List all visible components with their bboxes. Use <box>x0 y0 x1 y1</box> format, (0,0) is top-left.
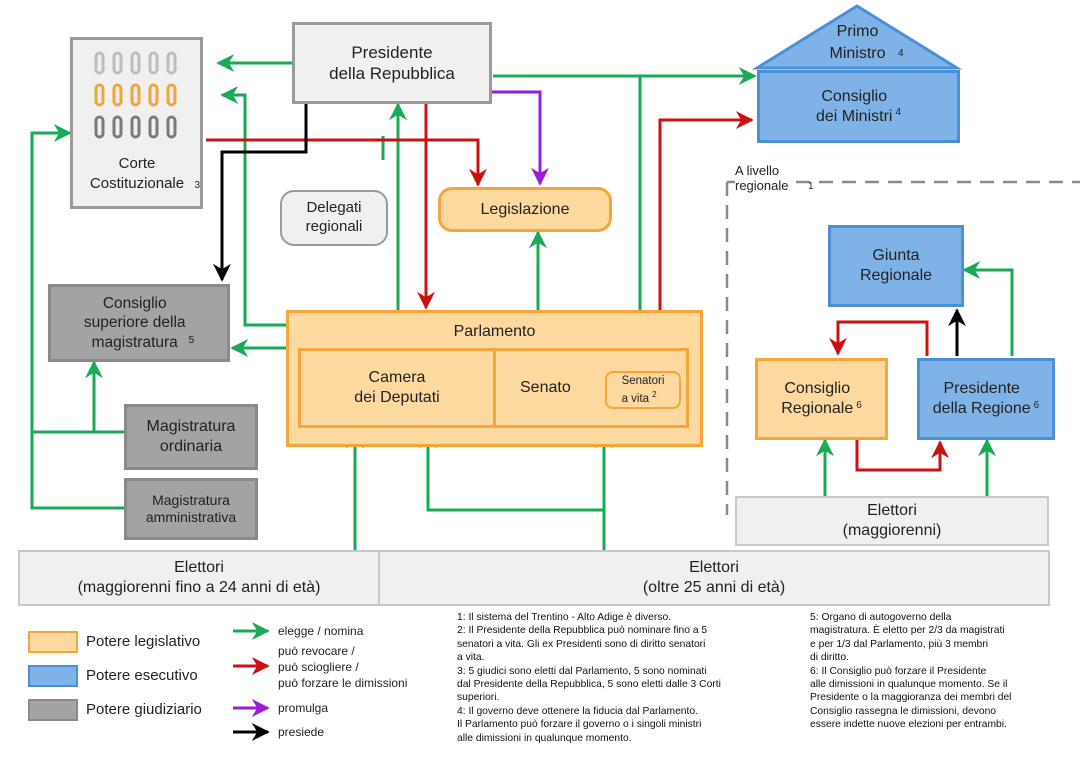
elettori-giovani-label: Elettori (maggiorenni fino a 24 anni di … <box>77 559 321 596</box>
legend-label-promulga: promulga <box>278 701 329 715</box>
legend-label-giudiziario: Potere giudiziario <box>86 701 202 718</box>
legend-swatch-esecutivo <box>28 665 78 687</box>
arrow-mags-corte <box>30 124 124 510</box>
footnotes-right: 5: Organo di autogoverno della magistrat… <box>810 612 1012 731</box>
parlamento-label: Parlamento <box>453 323 536 340</box>
arrow-pres-promulga <box>463 90 549 186</box>
legend-swatch-legislativo <box>28 631 78 653</box>
delegati-regionali-box: Delegati regionali <box>280 190 388 246</box>
camera-deputati-label: Camera dei Deputati <box>354 369 440 406</box>
legend-label-revoca: può revocare / può sciogliere / può forz… <box>278 644 408 690</box>
presidente-repubblica-label: Presidente della Repubblica <box>329 42 455 83</box>
legend-label-elegge: elegge / nomina <box>278 624 364 638</box>
arrow-pres-csm <box>213 104 308 282</box>
arrow-parl-corte <box>220 86 286 327</box>
magistratura-ordinaria-box: Magistratura ordinaria <box>124 404 258 470</box>
elettori-adulti-label: Elettori (oltre 25 anni di età) <box>642 559 786 596</box>
arrow-corte-leg <box>206 138 487 187</box>
senato-label: Senato <box>520 379 571 396</box>
giunta-regionale-label: Giunta Regionale <box>859 247 933 284</box>
arrow-mags-csm <box>32 362 124 434</box>
presidente-regione-label: Presidente della Regione <box>932 380 1031 417</box>
elettori-regionali-label: Elettori (maggiorenni) <box>842 502 942 539</box>
consiglio-ministri-label: Consiglio dei Ministri <box>815 87 893 125</box>
legend-swatch-giudiziario <box>28 699 78 721</box>
legend-label-legislativo: Potere legislativo <box>86 633 201 650</box>
legislazione-label: Legislazione <box>480 200 570 218</box>
csm-label: Consiglio superiore della magistratura <box>83 294 186 351</box>
magistratura-ordinaria-label: Magistratura ordinaria <box>146 418 236 455</box>
legend-label-presiede: presiede <box>278 725 325 739</box>
elettori-giovani-box: Elettori (maggiorenni fino a 24 anni di … <box>18 550 380 606</box>
legislazione-box: Legislazione <box>438 187 612 232</box>
footnotes-left: 1: Il sistema del Trentino - Alto Adige … <box>457 612 721 744</box>
primo-ministro-roof <box>751 4 963 70</box>
consiglio-regionale-label: Consiglio Regionale <box>781 380 854 417</box>
arrow-creg-preg <box>855 440 949 472</box>
arrow-el2-camera <box>419 430 606 550</box>
presidente-repubblica-box: Presidente della Repubblica <box>292 22 492 104</box>
arrow-parl-cdm <box>658 111 754 310</box>
giunta-regionale-box: Giunta Regionale <box>828 225 964 307</box>
camera-deputati-box: Camera dei Deputati <box>298 348 496 428</box>
elettori-adulti-box: Elettori (oltre 25 anni di età) <box>378 550 1050 606</box>
magistratura-amministrativa-label: Magistratura amministrativa <box>145 491 237 526</box>
arrow-preg-creg <box>829 320 929 356</box>
arrow-preg-giunta <box>962 261 1014 356</box>
elettori-regionali-box: Elettori (maggiorenni) <box>735 496 1049 546</box>
legend-label-esecutivo: Potere esecutivo <box>86 667 198 684</box>
magistratura-amministrativa-box: Magistratura amministrativa <box>124 478 258 540</box>
delegati-regionali-label: Delegati regionali <box>305 199 363 235</box>
